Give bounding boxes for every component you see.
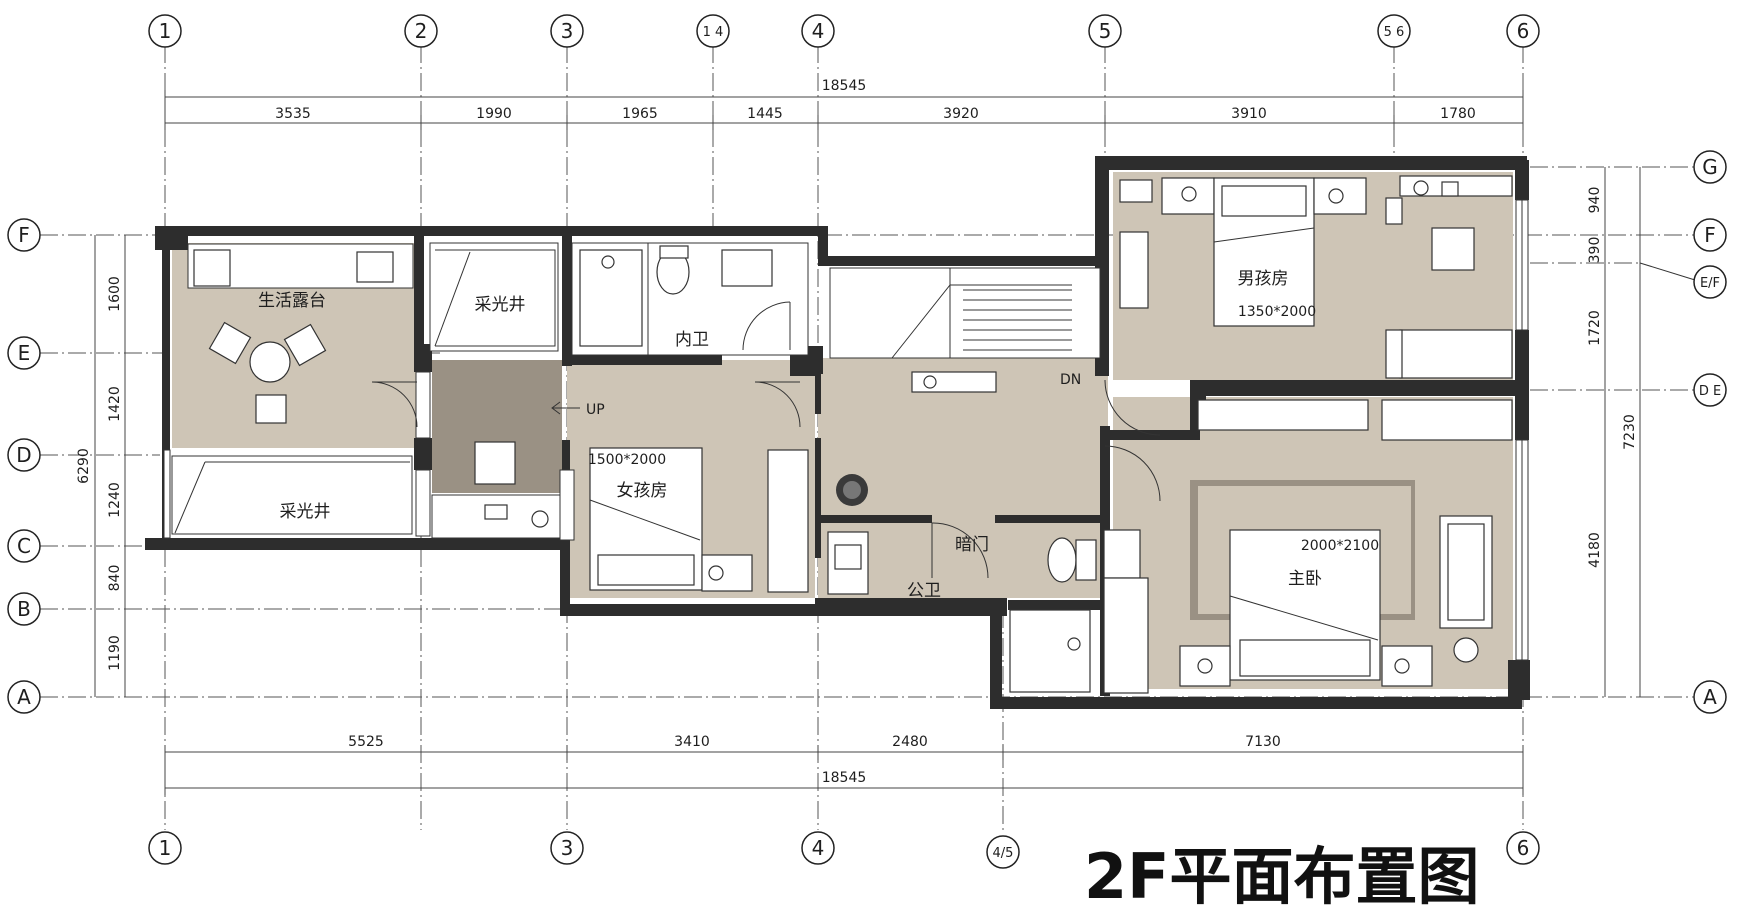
dim-bottom-seg: 3410: [674, 734, 710, 750]
room-label-public-bath: 公卫: [907, 581, 941, 601]
room-label-master: 主卧: [1288, 569, 1322, 589]
dim-top-seg: 1445: [747, 106, 783, 122]
dim-right-total: 7230: [1622, 414, 1638, 450]
grid-label-top: 1: [159, 19, 172, 43]
grid-label-top: 1 4: [703, 25, 724, 40]
dim-right-seg: 940: [1587, 187, 1603, 214]
room-label-terrace: 生活露台: [258, 291, 326, 311]
dim-top-seg: 1780: [1440, 106, 1476, 122]
stair-up-label: UP: [586, 402, 605, 418]
dim-left-seg: 840: [107, 565, 123, 592]
lightwell-bottom: [171, 455, 413, 535]
dim-top-seg: 3535: [275, 106, 311, 122]
dim-bottom-seg: 5525: [348, 734, 384, 750]
dim-right-seg: 4180: [1587, 532, 1603, 568]
grid-label-bottom: 4/5: [993, 846, 1014, 861]
grid-label-left: F: [18, 223, 30, 247]
master-room-furniture: [1179, 515, 1493, 687]
dim-top-seg: 1965: [622, 106, 658, 122]
public-bath-fixtures: [827, 379, 1161, 694]
grid-label-bottom: 4: [812, 836, 825, 860]
dim-left-seg: 1600: [107, 276, 123, 312]
grid-label-top: 3: [561, 19, 574, 43]
grid-label-left: A: [17, 685, 31, 709]
top-dimension-labels: 18545 3535 1990 1965 1445 3920 3910 1780: [275, 78, 1476, 122]
dim-top-seg: 3920: [943, 106, 979, 122]
staircase: [829, 267, 1101, 506]
bed-size-master: 2000*2100: [1301, 538, 1379, 554]
right-dimension-labels: 940 390 1720 4180 7230: [1587, 187, 1638, 568]
grid-label-right: E/F: [1700, 276, 1720, 291]
room-label-girl-room: 女孩房: [617, 481, 668, 501]
dim-top-seg: 1990: [476, 106, 512, 122]
dim-left-seg: 1420: [107, 386, 123, 422]
dim-right-seg: 1720: [1587, 310, 1603, 346]
dimension-lines: [94, 90, 1641, 795]
grid-label-bottom: 3: [561, 836, 574, 860]
grid-label-left: E: [18, 341, 31, 365]
bottom-dimension-labels: 5525 3410 2480 7130 18545: [348, 734, 1281, 786]
dim-top-seg: 3910: [1231, 106, 1267, 122]
grid-bubbles-left: F E D C B A: [7, 218, 41, 714]
stair-dn-label: DN: [1060, 372, 1081, 388]
windows: [163, 199, 1529, 661]
room-labels: 生活露台 采光井 采光井 内卫 女孩房 男孩房 主卧 公卫 暗门: [258, 269, 1322, 601]
dim-left-seg: 1240: [107, 482, 123, 518]
bed-size-labels: 1500*2000 1350*2000 2000*2100: [588, 304, 1379, 554]
grid-label-right: A: [1703, 685, 1717, 709]
grid-label-bottom: 1: [159, 836, 172, 860]
room-label-inner-bath: 内卫: [675, 330, 709, 350]
hall-furniture: [431, 441, 575, 541]
grid-label-left: C: [17, 534, 31, 558]
dim-left-seg: 1190: [107, 635, 123, 671]
dim-left-total: 6290: [76, 448, 92, 484]
grid-label-top: 5 6: [1384, 25, 1405, 40]
bed-size-boy: 1350*2000: [1238, 304, 1316, 320]
grid-label-top: 5: [1099, 19, 1112, 43]
boy-room-furniture: [1119, 175, 1513, 441]
grid-label-top: 2: [415, 19, 428, 43]
terrace-furniture: [187, 243, 418, 428]
grid-label-left: B: [17, 597, 31, 621]
dim-bottom-seg: 2480: [892, 734, 928, 750]
inner-bath-fixtures: [571, 242, 809, 356]
grid-label-right: G: [1702, 155, 1718, 179]
grid-label-top: 4: [812, 19, 825, 43]
grid-label-top: 6: [1517, 19, 1530, 43]
room-label-boy-room: 男孩房: [1238, 269, 1289, 289]
room-label-lightwell-bottom: 采光井: [280, 502, 331, 522]
grid-label-right: D E: [1699, 384, 1721, 399]
grid-bubbles-right: G F E/F D E A: [1639, 150, 1727, 714]
dim-right-seg: 390: [1587, 237, 1603, 264]
grid-label-right: F: [1704, 223, 1716, 247]
grid-label-bottom: 6: [1517, 836, 1530, 860]
bed-size-girl: 1500*2000: [588, 452, 666, 468]
lightwell-top: [429, 242, 559, 352]
grid-bubbles-bottom: 1 3 4 4/5 6: [148, 831, 1540, 869]
room-label-lightwell-top: 采光井: [475, 295, 526, 315]
drawing-title: 2F平面布置图: [1084, 840, 1480, 913]
dim-bottom-total: 18545: [822, 770, 867, 786]
stair-labels: UP DN: [551, 372, 1081, 418]
grid-bubbles-top: 1 2 3 1 4 4 5 5 6 6: [148, 14, 1540, 48]
left-dimension-labels: 6290 1600 1420 1240 840 1190: [76, 276, 123, 671]
dim-bottom-seg: 7130: [1245, 734, 1281, 750]
room-label-hidden-door: 暗门: [955, 535, 989, 555]
grid-label-left: D: [16, 443, 31, 467]
dim-top-total: 18545: [822, 78, 867, 94]
girl-room-furniture: [589, 381, 809, 593]
